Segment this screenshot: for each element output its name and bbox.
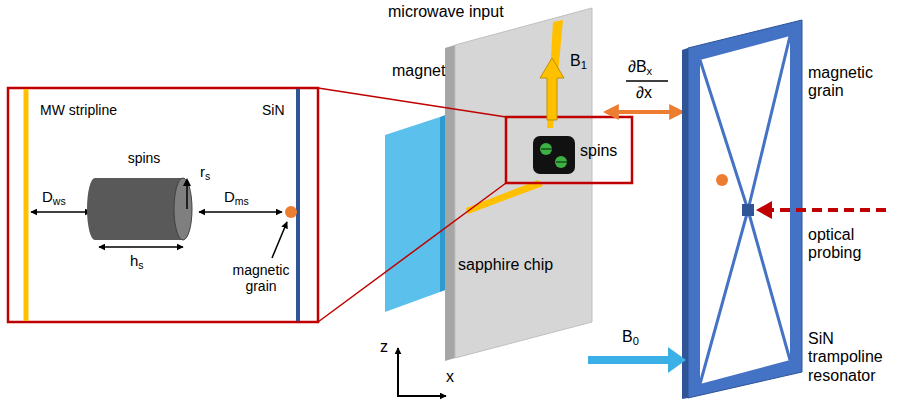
tether	[748, 36, 790, 210]
label: Dws	[42, 188, 66, 205]
frame-edge	[682, 48, 688, 399]
subscript: ws	[53, 195, 66, 207]
label: microwave input	[388, 3, 504, 21]
tether	[700, 60, 748, 210]
label: B0	[622, 328, 639, 346]
label: rs	[200, 163, 210, 180]
dimension-arrow	[31, 211, 91, 213]
axis	[397, 395, 446, 397]
label: ∂Bx	[628, 58, 652, 76]
spin-arrow	[541, 148, 552, 149]
subscript: 1	[581, 59, 587, 71]
cylinder-face	[174, 178, 192, 240]
label: ∂x	[636, 84, 652, 102]
spin	[555, 156, 567, 168]
probe-beam	[772, 208, 886, 212]
radius-arrow	[186, 184, 188, 209]
label: magnetic grain	[808, 64, 894, 101]
radius-arrow-head	[183, 178, 191, 186]
label: hs	[130, 252, 144, 269]
spin-cylinder: spins	[90, 150, 198, 245]
stripline	[466, 180, 543, 214]
subscript: ms	[235, 195, 249, 207]
probe-head	[756, 201, 772, 219]
zoom-frame	[506, 117, 632, 183]
label: Dms	[224, 188, 249, 205]
node-label: spins	[90, 150, 198, 166]
stripline	[24, 89, 29, 321]
label: MW stripline	[40, 102, 117, 118]
gradient-arrow	[606, 110, 682, 114]
field-arrow-head	[668, 347, 686, 373]
axis	[397, 348, 399, 396]
frame-window	[700, 36, 790, 384]
label: SiN	[262, 102, 285, 118]
label: z	[380, 338, 388, 356]
fraction-bar	[626, 80, 668, 82]
label: magnet	[392, 62, 445, 80]
subscript: 0	[633, 335, 639, 347]
chip-edge	[445, 45, 455, 361]
subscript: x	[647, 65, 653, 77]
tether	[700, 210, 748, 384]
spin	[540, 143, 552, 155]
center-pad	[742, 204, 754, 216]
dimension-arrow	[199, 211, 282, 213]
sin-membrane	[296, 89, 300, 321]
label: optical probing	[808, 226, 894, 263]
field-arrow	[588, 356, 670, 364]
zoom-line	[318, 183, 506, 322]
subscript: s	[138, 259, 143, 271]
label: x	[446, 368, 454, 386]
label: B1	[570, 52, 587, 70]
cylinder-body	[95, 178, 183, 240]
magnetic-grain	[285, 206, 297, 218]
field-arrow	[540, 58, 564, 120]
leader-line	[272, 222, 287, 258]
magnetic-grain	[716, 174, 728, 186]
spin-arrow	[556, 161, 567, 162]
inset-frame	[8, 88, 318, 322]
dimension-arrow	[99, 246, 183, 248]
spin-sample	[533, 136, 575, 174]
label: SiN trampoline resonator	[808, 330, 894, 385]
magnet	[385, 117, 440, 312]
label: spins	[580, 142, 617, 160]
zoom-line	[318, 88, 506, 117]
label: magnetic grain	[230, 262, 292, 294]
tether	[748, 210, 790, 360]
label: sapphire chip	[458, 256, 553, 274]
subscript: s	[205, 170, 210, 182]
